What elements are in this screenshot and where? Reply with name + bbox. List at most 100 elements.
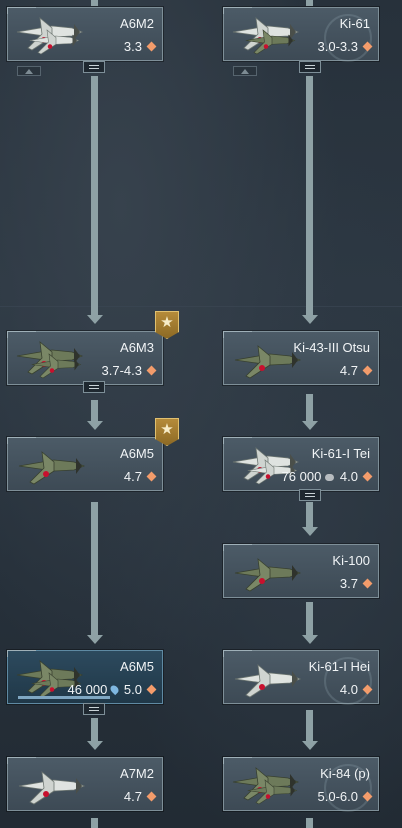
vehicle-card-ki-61-i-hei[interactable]: Ki-61-I Hei 4.0 [223, 650, 379, 705]
battle-rating-icon [362, 471, 373, 482]
research-points-icon [109, 683, 121, 696]
battle-rating: 3.7 [340, 576, 373, 591]
vehicle-card-a6m2[interactable]: A6M2 3.3 [7, 7, 163, 61]
battle-rating: 5.0-6.0 [318, 789, 373, 804]
vehicle-card-ki-43-iii-otsu[interactable]: Ki-43-III Otsu 4.7 [223, 331, 379, 385]
connector-arrow [302, 315, 318, 324]
card-tab [223, 7, 252, 14]
research-points-value: 46 000 [67, 682, 108, 697]
vehicle-card-ki-61-i-tei[interactable]: Ki-61-I Tei 76 000 4.0 [223, 437, 379, 491]
vehicle-card-ki-61[interactable]: Ki-61 3.0-3.3 [223, 7, 379, 62]
vehicle-card-ki-100[interactable]: Ki-100 3.7 [223, 544, 379, 598]
connector-arrow [87, 421, 103, 430]
battle-rating: 46 000 5.0 [67, 682, 157, 697]
connector-arrow [302, 635, 318, 644]
nation-roundel-icon [324, 14, 372, 62]
nation-roundel-icon [324, 657, 372, 705]
silver-lions-value: 76 000 [281, 469, 322, 484]
vehicle-card-ki-84-p[interactable]: Ki-84 (p) 5.0-6.0 [223, 757, 379, 812]
connector-line [91, 502, 98, 636]
connector-line [306, 76, 313, 316]
card-tab [223, 757, 252, 764]
connector-line [306, 602, 313, 636]
aircraft-icon [16, 341, 83, 379]
star-icon: ★ [160, 314, 174, 331]
aircraft-icon [234, 558, 301, 592]
connector-arrow [302, 741, 318, 750]
connector-arrow [87, 741, 103, 750]
star-icon: ★ [160, 421, 174, 438]
connector-line [306, 394, 313, 422]
connector-line [91, 718, 98, 742]
rank-arrow-icon [17, 66, 41, 76]
battle-rating-icon [146, 791, 157, 802]
connector-line [91, 400, 98, 422]
vehicle-name: A6M2 [120, 16, 154, 31]
battle-rating-icon [362, 684, 373, 695]
battle-rating: 4.7 [124, 789, 157, 804]
research-progress-bar [18, 696, 110, 699]
silver-lions-icon [325, 474, 335, 481]
battle-rating: 4.7 [340, 363, 373, 378]
vehicle-card-a6m5[interactable]: A6M5 4.7 [7, 437, 163, 491]
vehicle-card-a6m3[interactable]: A6M3 3.7-4.3 [7, 331, 163, 385]
vehicle-name: Ki-84 (p) [320, 766, 370, 781]
aircraft-icon [232, 767, 299, 805]
battle-rating: 4.0 [340, 682, 373, 697]
card-tab [7, 650, 36, 657]
card-tab [223, 437, 252, 444]
vehicle-card-a7m2[interactable]: A7M2 4.7 [7, 757, 163, 811]
connector-arrow [302, 421, 318, 430]
aircraft-icon [16, 17, 83, 55]
battle-rating: 4.7 [124, 469, 157, 484]
vehicle-name: A6M5 [120, 659, 154, 674]
connector-line [306, 818, 313, 828]
card-tab [223, 331, 252, 338]
folder-list-icon[interactable] [83, 61, 105, 73]
battle-rating: 3.3 [124, 39, 157, 54]
connector-arrow [87, 635, 103, 644]
vehicle-name: Ki-61-I Hei [308, 659, 370, 674]
nation-roundel-icon [324, 764, 372, 812]
aircraft-icon [18, 451, 85, 485]
connector-arrow [302, 527, 318, 536]
battle-rating-icon [362, 578, 373, 589]
card-tab [7, 7, 36, 14]
rank-arrow-icon [233, 66, 257, 76]
battle-rating-icon [146, 684, 157, 695]
folder-list-icon[interactable] [299, 61, 321, 73]
connector-line [91, 76, 98, 316]
battle-rating-icon [146, 471, 157, 482]
connector-arrow [87, 315, 103, 324]
card-tab [223, 544, 252, 551]
vehicle-name: A6M3 [120, 340, 154, 355]
connector-line [306, 710, 313, 742]
card-tab [7, 331, 36, 338]
battle-rating-icon [362, 41, 373, 52]
folder-list-icon[interactable] [83, 703, 105, 715]
folder-list-icon[interactable] [299, 489, 321, 501]
folder-list-icon[interactable] [83, 381, 105, 393]
connector-line [91, 818, 98, 828]
battle-rating-icon [362, 365, 373, 376]
battle-rating: 3.0-3.3 [318, 39, 373, 54]
aircraft-icon [234, 664, 301, 698]
battle-rating: 76 000 4.0 [281, 469, 373, 484]
aircraft-icon [232, 17, 299, 55]
card-tab [223, 650, 252, 657]
connector-line [91, 0, 98, 6]
battle-rating-icon [146, 365, 157, 376]
vehicle-name: A7M2 [120, 766, 154, 781]
connector-line [306, 0, 313, 6]
rank-divider [0, 306, 402, 307]
card-tab [7, 757, 36, 764]
card-tab [7, 437, 36, 444]
aircraft-icon [18, 771, 85, 805]
connector-line [306, 502, 313, 528]
vehicle-name: Ki-61-I Tei [311, 446, 370, 461]
vehicle-card-a6m5-research[interactable]: A6M5 46 000 5.0 [7, 650, 163, 704]
vehicle-name: Ki-43-III Otsu [293, 340, 370, 355]
vehicle-name: Ki-100 [332, 553, 370, 568]
vehicle-name: Ki-61 [339, 16, 370, 31]
battle-rating-icon [362, 791, 373, 802]
